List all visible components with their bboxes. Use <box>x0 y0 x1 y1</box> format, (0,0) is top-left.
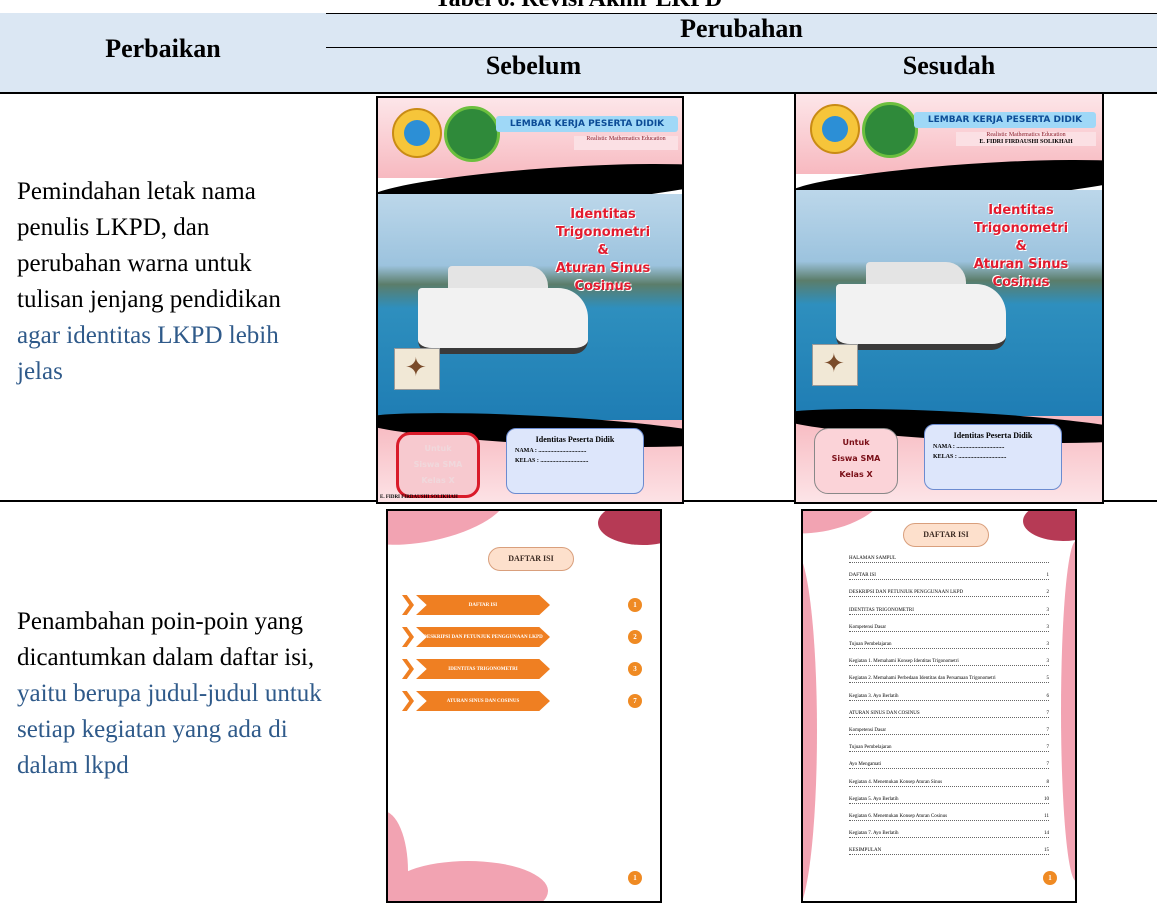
school-logo-icon <box>810 104 860 154</box>
cover-title: Identitas Trigonometri&Aturan Sinus Cosi… <box>555 207 651 294</box>
row-2-highlight: yaitu berupa judul-judul untuk setiap ke… <box>17 680 322 779</box>
toc-line: Kegiatan 2. Memahami Perbedaan Identitas… <box>849 675 1049 684</box>
toc-line: Kegiatan 1. Memahami Konsep Identitas Tr… <box>849 658 1049 667</box>
cover-banner: LEMBAR KERJA PESERTA DIDIK <box>496 116 678 132</box>
header-sebelum: Sebelum <box>485 51 582 80</box>
page-number: 1 <box>628 871 642 885</box>
row-2-description: Penambahan poin-poin yang dicantumkan da… <box>17 604 327 784</box>
page-badge: 3 <box>628 662 642 676</box>
row-1-highlight: agar identitas LKPD lebih jelas <box>17 322 279 385</box>
toc-line: Kegiatan 4. Menemukan Konsep Aturan Sinu… <box>849 778 1049 787</box>
divider <box>0 92 1157 94</box>
page-badge: 1 <box>628 598 642 612</box>
divider <box>326 13 1157 14</box>
toc-item: DAFTAR ISI <box>416 595 550 615</box>
toc-title: DAFTAR ISI <box>903 523 989 547</box>
chevron-right-icon <box>402 691 414 711</box>
identitas-box: Identitas Peserta Didik NAMA : .........… <box>924 424 1062 490</box>
header-perbaikan: Perbaikan <box>105 34 221 63</box>
cover-banner: LEMBAR KERJA PESERTA DIDIK <box>914 112 1096 128</box>
toc-line: HALAMAN SAMPUL <box>849 555 1049 563</box>
page-badge: 2 <box>628 630 642 644</box>
toc-item: ATURAN SINUS DAN COSINUS <box>416 691 550 711</box>
toc-item: DESKRIPSI DAN PETUNJUK PENGGUNAAN LKPD <box>416 627 550 647</box>
page-number: 1 <box>1043 871 1057 885</box>
row-1-text: Pemindahan letak nama penulis LKPD, dan … <box>17 178 281 313</box>
cover-subtitle: Realistic Mathematics Education <box>574 136 678 150</box>
ship-icon <box>836 284 1006 350</box>
chevron-right-icon <box>402 627 414 647</box>
cover-after-image: LEMBAR KERJA PESERTA DIDIK Realistic Mat… <box>794 92 1104 504</box>
toc-line: Kegiatan 6. Menemukan Konsep Aturan Cosi… <box>849 813 1049 821</box>
header-perubahan: Perubahan <box>680 14 803 43</box>
cover-title: Identitas Trigonometri&Aturan Sinus Cosi… <box>973 203 1069 290</box>
cover-before-image: LEMBAR KERJA PESERTA DIDIK Realistic Mat… <box>376 96 684 504</box>
row-2-text: Penambahan poin-poin yang dicantumkan da… <box>17 608 315 671</box>
divider <box>326 47 1157 48</box>
cover-author: E. FIDRI FIRDAUSHI SOLIKHAH <box>380 495 458 500</box>
page-badge: 7 <box>628 694 642 708</box>
ship-icon <box>418 288 588 354</box>
identitas-box: Identitas Peserta Didik NAMA : .........… <box>506 428 644 494</box>
school-logo-icon <box>392 108 442 158</box>
toc-title: DAFTAR ISI <box>488 547 574 571</box>
chevron-right-icon <box>402 659 414 679</box>
header-sesudah: Sesudah <box>902 51 996 80</box>
row-1-description: Pemindahan letak nama penulis LKPD, dan … <box>17 174 317 390</box>
institution-logo-icon <box>444 106 500 162</box>
table-header <box>0 13 1157 93</box>
table-caption: Tabel 6. Revisi Akhir LKPD <box>0 0 1157 13</box>
compass-icon <box>812 344 858 386</box>
toc-item: IDENTITAS TRIGONOMETRI <box>416 659 550 679</box>
chevron-right-icon <box>402 595 414 615</box>
institution-logo-icon <box>862 102 918 158</box>
compass-icon <box>394 348 440 390</box>
toc-before-image: DAFTAR ISI DAFTAR ISI 1 DESKRIPSI DAN PE… <box>386 509 662 903</box>
